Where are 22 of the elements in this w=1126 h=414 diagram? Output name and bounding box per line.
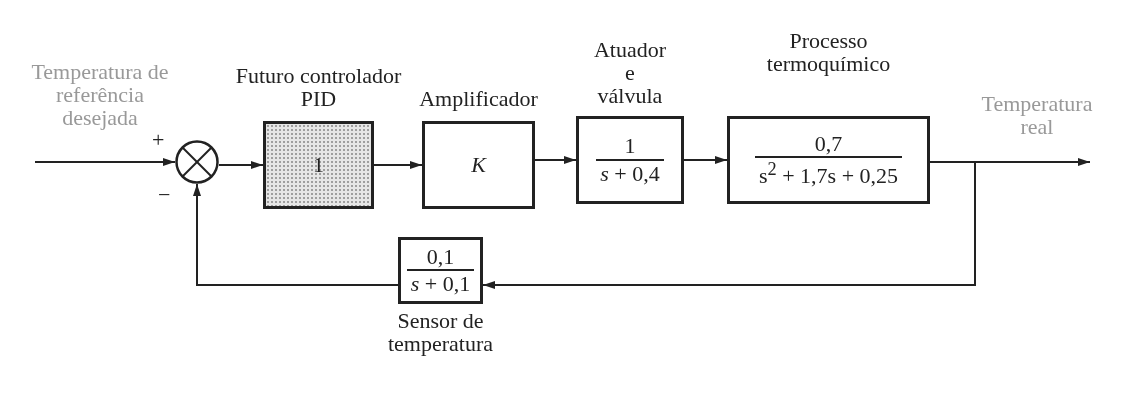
block-title: Sensor de temperatura: [386, 309, 495, 356]
block-title: Atuador e válvula: [592, 37, 668, 107]
denominator: s$^{2}$ + 1,7s + 0,25: [754, 155, 903, 189]
block-title: Processo termoquímico: [765, 28, 892, 75]
arrow: [193, 183, 399, 286]
block-title: Amplificador: [418, 86, 539, 110]
numerator: 1: [623, 134, 637, 159]
arrow: [482, 161, 976, 289]
transfer-function: 1: [313, 152, 324, 178]
transfer-function: K: [471, 152, 486, 178]
arrow: [373, 161, 423, 169]
numerator: 0,1: [425, 244, 456, 269]
sign-label: −: [158, 183, 171, 207]
denominator: s + 0,1: [406, 269, 475, 297]
arrow: [534, 156, 577, 164]
numerator: 0,7: [813, 131, 844, 156]
denominator: s + 0,4: [596, 158, 664, 186]
arrow: [34, 158, 176, 166]
arrow: [683, 156, 728, 164]
block-title: Futuro controlador PID: [234, 63, 403, 110]
sign-label: +: [152, 128, 165, 152]
arrow: [218, 161, 264, 169]
